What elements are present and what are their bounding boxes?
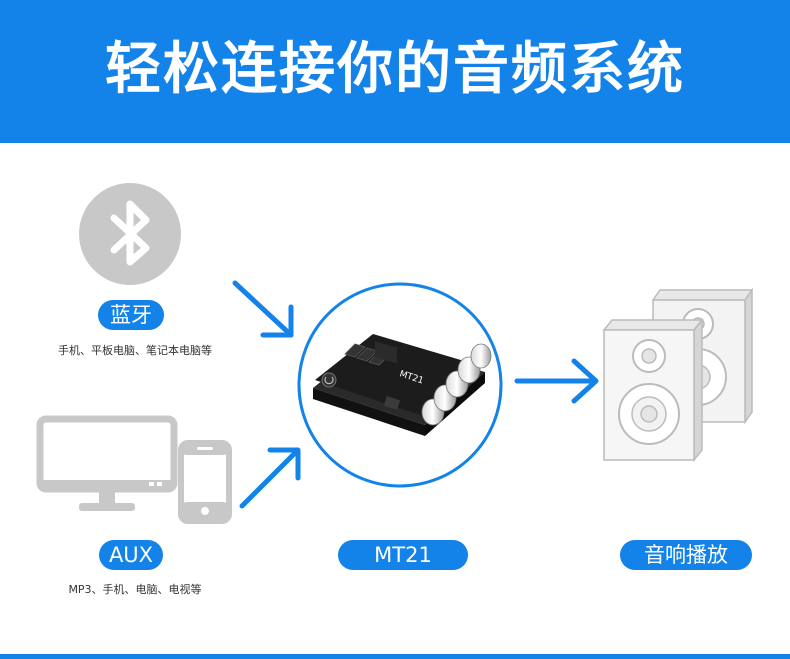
arrow-aux-to-device-icon [239, 447, 301, 509]
arrow-device-to-speaker-icon [514, 358, 599, 404]
bluetooth-caption: 手机、平板电脑、笔记本电脑等 [58, 344, 212, 357]
amplifier-board-illustration: MT21 [297, 282, 503, 488]
page-title: 轻松连接你的音频系统 [105, 37, 685, 102]
arrow-bluetooth-to-device-icon [232, 280, 294, 338]
phone-icon [178, 440, 232, 524]
header-banner: 轻松连接你的音频系统 [0, 0, 790, 143]
device-label: MT21 [338, 540, 468, 570]
monitor-icon [36, 415, 178, 511]
aux-label: AUX [99, 540, 163, 570]
bluetooth-label: 蓝牙 [98, 300, 164, 330]
aux-caption: MP3、手机、电脑、电视等 [68, 583, 202, 596]
output-label: 音响播放 [620, 540, 752, 570]
bottom-divider [0, 654, 790, 659]
bluetooth-icon [79, 183, 181, 285]
speakers-icon [602, 287, 754, 463]
